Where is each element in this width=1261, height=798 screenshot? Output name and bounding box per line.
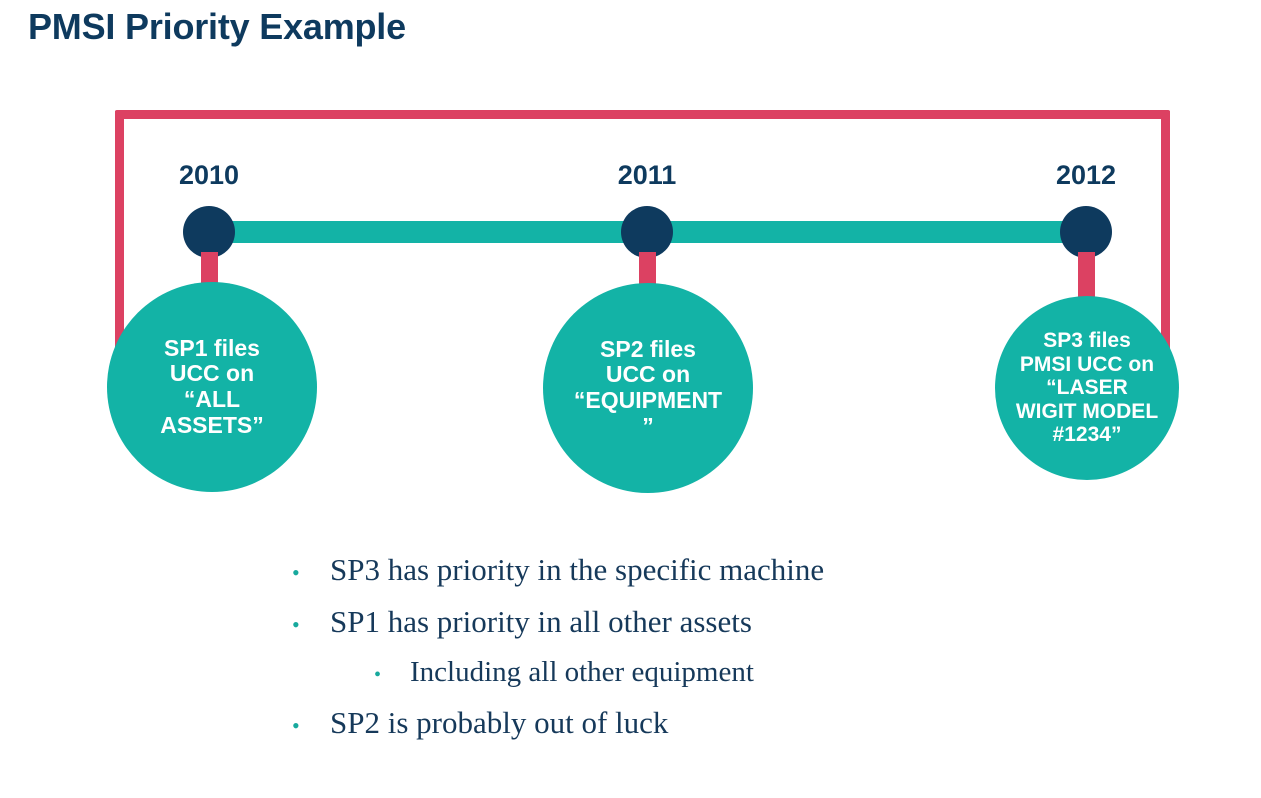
list-item-label: Including all other equipment bbox=[410, 656, 754, 688]
bullet-dot-icon: • bbox=[374, 664, 382, 686]
timeline-node-stem-2012 bbox=[1078, 252, 1095, 310]
list-item-label: SP2 is probably out of luck bbox=[330, 705, 669, 740]
pink-bracket-frame bbox=[115, 110, 1170, 370]
bullet-dot-icon: • bbox=[292, 560, 300, 585]
event-bubble-2011-text: SP2 files UCC on “EQUIPMENT ” bbox=[573, 335, 723, 439]
event-bubble-2011: SP2 files UCC on “EQUIPMENT ” bbox=[543, 283, 753, 493]
list-item-label: SP3 has priority in the specific machine bbox=[330, 552, 825, 587]
event-bubble-2012: SP3 files PMSI UCC on “LASER WIGIT MODEL… bbox=[995, 296, 1179, 480]
year-label-2010: 2010 bbox=[178, 160, 240, 190]
bullet-list: • SP3 has priority in the specific machi… bbox=[292, 552, 1112, 757]
timeline-node-dot-2010 bbox=[183, 206, 235, 258]
list-item: • SP3 has priority in the specific machi… bbox=[292, 552, 1112, 588]
timeline-diagram: 2010 SP1 files UCC on “ALL ASSETS” 2011 … bbox=[107, 110, 1179, 493]
event-bubble-2010-text: SP1 files UCC on “ALL ASSETS” bbox=[160, 334, 264, 438]
year-label-2011: 2011 bbox=[617, 160, 677, 190]
timeline-node-dot-2012 bbox=[1060, 206, 1112, 258]
bullet-dot-icon: • bbox=[292, 612, 300, 637]
timeline-node-dot-2011 bbox=[621, 206, 673, 258]
page-title: PMSI Priority Example bbox=[28, 6, 406, 47]
bullet-dot-icon: • bbox=[292, 713, 300, 738]
list-item-label: SP1 has priority in all other assets bbox=[330, 604, 752, 639]
year-label-2012: 2012 bbox=[1055, 160, 1117, 190]
list-item: • SP2 is probably out of luck bbox=[292, 705, 1112, 741]
list-item: • SP1 has priority in all other assets bbox=[292, 604, 1112, 640]
list-item: • Including all other equipment bbox=[374, 656, 1112, 689]
event-bubble-2012-text: SP3 files PMSI UCC on “LASER WIGIT MODEL… bbox=[1015, 329, 1159, 447]
event-bubble-2010: SP1 files UCC on “ALL ASSETS” bbox=[107, 282, 317, 492]
